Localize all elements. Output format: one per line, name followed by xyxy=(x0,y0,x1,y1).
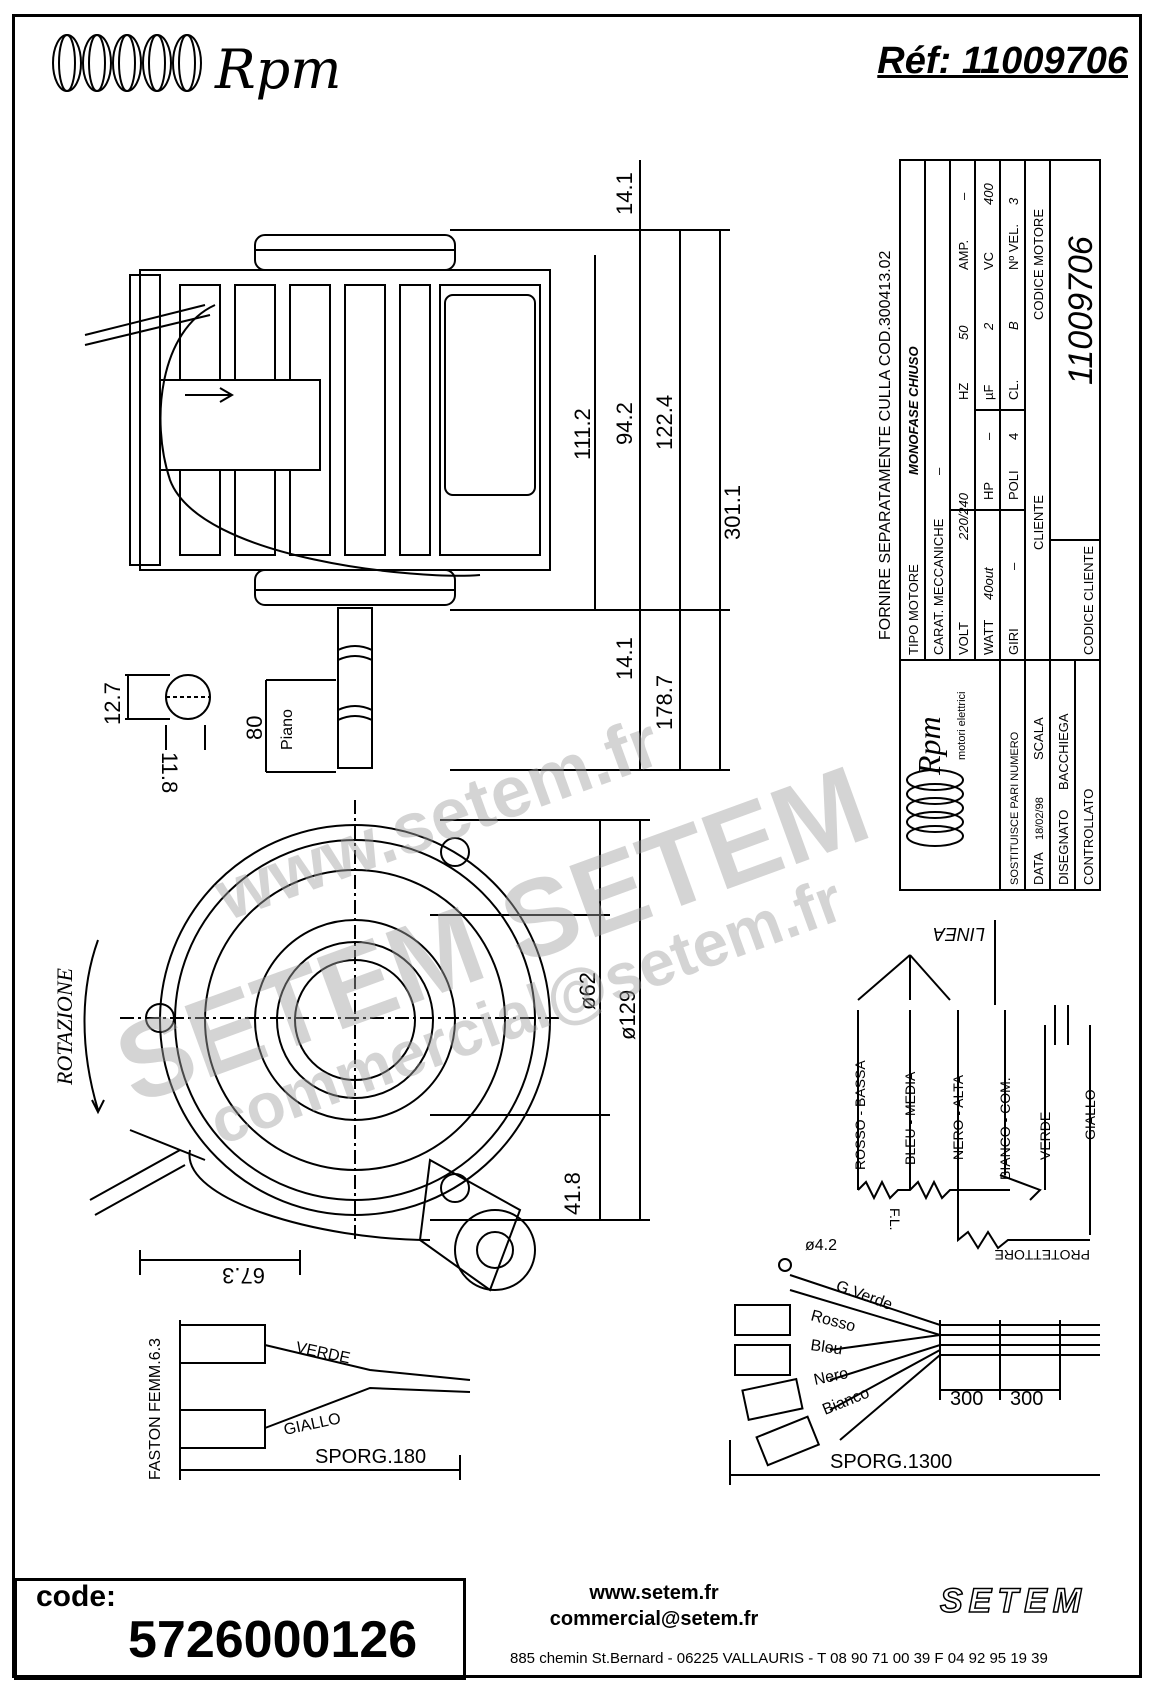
drawing-frame xyxy=(12,14,1142,1678)
tb-carat-label: CARAT. MECCANICHE xyxy=(931,518,946,655)
tb-vel-value: 3 xyxy=(1006,197,1021,205)
tb-watt-label: WATT xyxy=(981,620,996,655)
tb-hp-label: HP xyxy=(981,482,996,500)
dim-piano: Piano xyxy=(279,709,296,750)
cable-g-verde: G.Verde xyxy=(834,1278,895,1314)
wiring-bianco-com: BIANCO - COM. xyxy=(997,1077,1013,1180)
dim-12-7: 12.7 xyxy=(100,682,125,725)
tb-amp-value: – xyxy=(956,192,971,200)
tb-vel-label: Nº VEL. xyxy=(1006,224,1021,270)
motor-shaft xyxy=(337,607,373,769)
tb-controllato-label: CONTROLLATO xyxy=(1081,789,1096,885)
dim-178-7: 178.7 xyxy=(652,675,677,730)
wiring-fl: F.L. xyxy=(887,1208,903,1231)
tb-carat-value: – xyxy=(931,467,946,475)
capacitor xyxy=(444,294,536,496)
tb-tipo-label: TIPO MOTORE xyxy=(906,564,921,655)
tb-vc-value: 400 xyxy=(981,183,996,205)
tb-giri-label: GIRI xyxy=(1006,628,1021,655)
tb-giri-value: – xyxy=(1006,562,1021,570)
tb-codice-motore-value: 11009706 xyxy=(1062,236,1100,385)
cable-sporg-1300: SPORG.1300 xyxy=(830,1451,952,1473)
tb-hz-label: HZ xyxy=(956,383,971,400)
dim-11-8: 11.8 xyxy=(157,752,182,793)
tb-uf-value: 2 xyxy=(981,322,996,331)
tb-sostituisce-label: SOSTITUISCE PARI NUMERO xyxy=(1009,731,1021,885)
cable-seg2: 300 xyxy=(1010,1388,1043,1410)
rpm-coil-logo xyxy=(52,34,202,92)
tb-disegnato-value: BACCHIEGA xyxy=(1056,713,1071,790)
cable-bleu: Bleu xyxy=(809,1337,843,1358)
footer-email[interactable]: commercial@setem.fr xyxy=(549,1608,759,1630)
tb-data-label: DATA xyxy=(1031,852,1046,885)
setem-logo: SETEM xyxy=(939,1581,1088,1621)
tb-cliente-label: CLIENTE xyxy=(1031,495,1046,550)
dim-14-1-top: 14.1 xyxy=(612,172,637,215)
tb-logo-text: Rpm xyxy=(911,716,947,776)
dim-62: ø62 xyxy=(575,972,600,1010)
dim-67-3: 67.3 xyxy=(222,1263,265,1288)
dim-80: 80 xyxy=(242,716,267,740)
tb-tipo-value: MONOFASE CHIUSO xyxy=(906,346,921,475)
tb-hp-value: – xyxy=(981,432,996,440)
cable-rosso: Rosso xyxy=(809,1307,857,1335)
dim-129: ø129 xyxy=(615,990,640,1040)
tb-data-value: 18/02/98 xyxy=(1034,797,1046,840)
cable-d4-2: ø4.2 xyxy=(805,1237,837,1254)
tb-poli-value: 4 xyxy=(1006,433,1021,440)
brand-name: Rpm xyxy=(215,38,342,101)
tb-watt-value: 40out xyxy=(981,566,996,600)
dim-122-4: 122.4 xyxy=(652,395,677,450)
footer-website[interactable]: www.setem.fr xyxy=(589,1582,719,1604)
dim-41-8: 41.8 xyxy=(560,1172,585,1215)
cable-seg1: 300 xyxy=(950,1388,983,1410)
cable-bianco: Bianco xyxy=(820,1385,872,1419)
wiring-protettore: PROTETTORE xyxy=(995,1247,1090,1263)
tb-cl-value: B xyxy=(1006,321,1021,330)
dim-14-1-bottom: 14.1 xyxy=(612,637,637,680)
tb-vc-label: VC xyxy=(981,252,996,270)
wiring-bleu-media: BLEU - MEDIA xyxy=(902,1071,918,1165)
tb-poli-label: POLI xyxy=(1006,470,1021,500)
wiring-rosso-bassa: ROSSO - BASSA xyxy=(852,1060,868,1170)
tb-logo-sub: motori elettrici xyxy=(956,692,968,760)
dim-301-1: 301.1 xyxy=(720,485,745,540)
cable-sporg-180: SPORG.180 xyxy=(315,1446,426,1468)
tb-note: FORNIRE SEPARATAMENTE CULLA COD.300413.0… xyxy=(877,250,894,640)
tb-cl-label: CL. xyxy=(1006,380,1021,400)
tb-codice-motore-label: CODICE MOTORE xyxy=(1031,209,1046,320)
code-label: code: xyxy=(36,1580,117,1613)
tb-hz-value: 50 xyxy=(956,325,971,340)
footer-address: 885 chemin St.Bernard - 06225 VALLAURIS … xyxy=(510,1650,1048,1667)
tb-scala-label: SCALA xyxy=(1031,717,1046,760)
wiring-nero-alta: NERO - ALTA xyxy=(950,1074,966,1160)
cable-faston: FASTON FEMM.6.3 xyxy=(147,1338,164,1480)
dim-94-2: 94.2 xyxy=(612,402,637,445)
cable-giallo: GIALLO xyxy=(282,1410,342,1439)
reference-number: Réf: 11009706 xyxy=(877,40,1128,82)
code-box xyxy=(14,1578,466,1680)
tb-volt-label: VOLT xyxy=(956,622,971,655)
tb-amp-label: AMP. xyxy=(956,240,971,270)
tb-disegnato-label: DISEGNATO xyxy=(1056,810,1071,885)
code-value: 5726000126 xyxy=(128,1611,418,1669)
dim-111-2: 111.2 xyxy=(570,408,595,460)
wiring-verde: VERDE xyxy=(1037,1112,1053,1160)
cable-verde: VERDE xyxy=(294,1339,351,1367)
rotation-label: ROTAZIONE xyxy=(52,968,77,1086)
wiring-linea: LINEA xyxy=(933,924,985,944)
tb-codice-cliente-label: CODICE CLIENTE xyxy=(1081,546,1096,655)
cable-nero: Nero xyxy=(812,1365,850,1389)
tb-uf-label: µF xyxy=(981,385,996,400)
wiring-giallo: GIALLO xyxy=(1082,1089,1098,1140)
tb-volt-value: 220/240 xyxy=(956,492,971,541)
